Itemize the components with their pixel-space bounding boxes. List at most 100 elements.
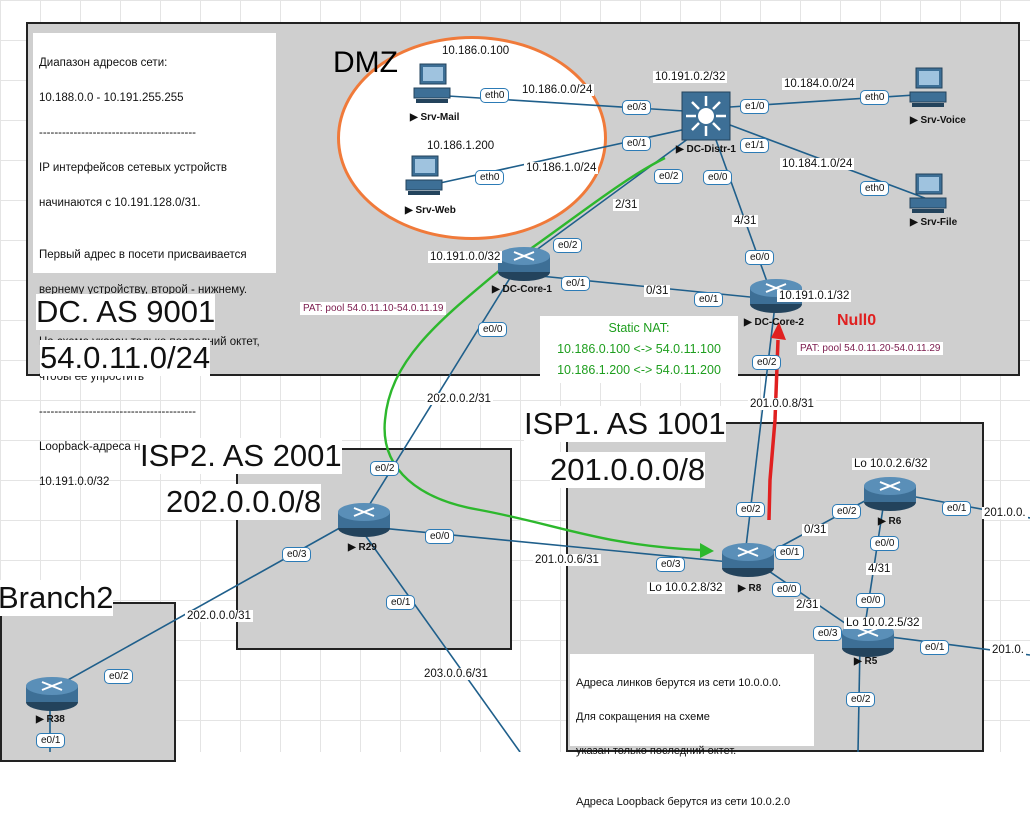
device-name-srv-voice: ▶ Srv-Voice — [910, 115, 966, 126]
iface-r29-e02[interactable]: e0/2 — [370, 461, 400, 476]
iface-core2-e01[interactable]: e0/1 — [694, 292, 724, 307]
iface-distr-e00[interactable]: e0/0 — [703, 170, 733, 185]
iface-r29-e00[interactable]: e0/0 — [425, 529, 455, 544]
red-arrowhead — [771, 322, 786, 340]
iface-distr-e10[interactable]: e1/0 — [740, 99, 770, 114]
iface-core2-e02[interactable]: e0/2 — [752, 355, 782, 370]
label-link-0-31: 0/31 — [644, 285, 671, 297]
iface-r38-e01[interactable]: e0/1 — [36, 733, 66, 748]
iface-r8-e01[interactable]: e0/1 — [775, 545, 805, 560]
dc-net-title: 54.0.11.0/24 — [40, 340, 211, 376]
device-name-r5: ▶ R5 — [854, 656, 878, 667]
label-r8-lo: Lo 10.0.2.8/32 — [647, 582, 725, 594]
router-icon[interactable] — [496, 244, 552, 282]
green-arrowhead — [700, 543, 714, 558]
label-r5-out: 201.0. — [990, 644, 1026, 656]
server-icon[interactable] — [412, 62, 452, 106]
dmz-title: DMZ — [333, 46, 398, 79]
iface-distr-e03[interactable]: e0/3 — [622, 100, 652, 115]
iface-r5-e00[interactable]: e0/0 — [856, 593, 886, 608]
label-link-2-31: 2/31 — [613, 199, 640, 211]
label-link-2-31b: 2/31 — [794, 599, 821, 611]
label-link-202-2: 202.0.0.2/31 — [425, 393, 493, 405]
isp2-as-title: ISP2. AS 2001 — [140, 438, 342, 474]
device-name-r8: ▶ R8 — [738, 583, 762, 594]
pat-core1-label: PAT: pool 54.0.11.10-54.0.11.19 — [300, 302, 447, 315]
label-net-mail: 10.186.0.0/24 — [520, 84, 595, 96]
router-icon[interactable] — [336, 500, 392, 538]
server-icon[interactable] — [908, 172, 948, 216]
device-name-srv-web: ▶ Srv-Web — [405, 205, 456, 216]
note-line: Для сокращения на схеме — [576, 711, 710, 723]
device-name-r6: ▶ R6 — [878, 516, 902, 527]
label-link-203-6: 203.0.0.6/31 — [422, 668, 490, 680]
static-nat-row: 10.186.0.100 <-> 54.0.11.100 — [557, 342, 721, 356]
iface-mail-eth0[interactable]: eth0 — [480, 88, 510, 103]
router-icon[interactable] — [862, 474, 918, 512]
iface-r5-e01[interactable]: e0/1 — [920, 640, 950, 655]
branch2-title: Branch2 — [0, 580, 114, 616]
iface-core1-e02[interactable]: e0/2 — [553, 238, 583, 253]
device-name-dc-core2: ▶ DC-Core-2 — [744, 317, 804, 328]
label-core1-lo: 10.191.0.0/32 — [428, 251, 503, 263]
device-name-srv-mail: ▶ Srv-Mail — [410, 112, 460, 123]
static-nat-title: Static NAT: — [608, 321, 670, 335]
dc-as-title: DC. AS 9001 — [36, 294, 216, 330]
iface-core1-e01[interactable]: e0/1 — [561, 276, 591, 291]
iface-voice-eth0[interactable]: eth0 — [860, 90, 890, 105]
iface-r8-e00[interactable]: e0/0 — [772, 582, 802, 597]
iface-file-eth0[interactable]: eth0 — [860, 181, 890, 196]
switch-icon[interactable] — [680, 90, 732, 142]
label-link-0-31b: 0/31 — [802, 524, 829, 536]
server-icon[interactable] — [404, 154, 444, 198]
iface-core2-e00[interactable]: e0/0 — [745, 250, 775, 265]
device-name-srv-file: ▶ Srv-File — [910, 217, 958, 228]
label-r6-lo: Lo 10.0.2.6/32 — [852, 458, 930, 470]
iface-r5-e02[interactable]: e0/2 — [846, 692, 876, 707]
label-ip-web: 10.186.1.200 — [425, 140, 497, 152]
note-line: Диапазон адресов сети: — [39, 56, 168, 69]
note-line: 10.188.0.0 - 10.191.255.255 — [39, 91, 184, 104]
iface-r6-e02[interactable]: e0/2 — [832, 504, 862, 519]
iface-r8-e03[interactable]: e0/3 — [656, 557, 686, 572]
iface-core1-e00[interactable]: e0/0 — [478, 322, 508, 337]
label-core2-lo: 10.191.0.1/32 — [777, 290, 852, 302]
iface-distr-e01[interactable]: e0/1 — [622, 136, 652, 151]
isp2-net-title: 202.0.0.0/8 — [166, 484, 322, 520]
link-r8-r5 — [759, 564, 856, 631]
label-ip-mail: 10.186.0.100 — [440, 45, 512, 57]
isp1-as-title: ISP1. AS 1001 — [524, 406, 726, 442]
note-line: Адреса линков берутся из сети 10.0.0.0. — [576, 677, 782, 689]
iface-r6-e00[interactable]: e0/0 — [870, 536, 900, 551]
static-nat-box: Static NAT: 10.186.0.100 <-> 54.0.11.100… — [540, 316, 738, 383]
note-line: вернему устройству, второй - нижнему. — [39, 283, 248, 296]
note-line: Адреса Loopback берутся из сети 10.0.2.0 — [576, 796, 791, 808]
iface-r6-e01[interactable]: e0/1 — [942, 501, 972, 516]
iface-r38-e02[interactable]: e0/2 — [104, 669, 134, 684]
link-distr-core1 — [519, 129, 701, 263]
iface-r29-e01[interactable]: e0/1 — [386, 595, 416, 610]
server-icon[interactable] — [908, 66, 948, 110]
iface-distr-e02[interactable]: e0/2 — [654, 169, 684, 184]
iface-distr-e11[interactable]: e1/1 — [740, 138, 770, 153]
iface-web-eth0[interactable]: eth0 — [475, 170, 505, 185]
static-nat-row: 10.186.1.200 <-> 54.0.11.200 — [557, 363, 721, 377]
pat-core2-label: PAT: pool 54.0.11.20-54.0.11.29 — [797, 342, 944, 355]
iface-r29-e03[interactable]: e0/3 — [282, 547, 312, 562]
label-link-4-31: 4/31 — [732, 215, 759, 227]
label-r6-out: 201.0.0. — [982, 507, 1028, 519]
addressing-note: Диапазон адресов сети: 10.188.0.0 - 10.1… — [33, 33, 276, 488]
device-name-r38: ▶ R38 — [36, 714, 65, 725]
note-line: 10.191.0.0/32 — [39, 475, 110, 488]
link-r29-down — [364, 534, 521, 752]
red-arrow — [767, 339, 780, 521]
label-link-202-0: 202.0.0.0/31 — [185, 610, 253, 622]
router-icon[interactable] — [720, 540, 776, 578]
label-link-201-6: 201.0.0.6/31 — [533, 554, 601, 566]
iface-r5-e03[interactable]: e0/3 — [813, 626, 843, 641]
device-name-r29: ▶ R29 — [348, 542, 377, 553]
note-separator: ----------------------------------------… — [39, 126, 197, 139]
router-icon[interactable] — [24, 674, 80, 712]
label-link-201-8: 201.0.0.8/31 — [748, 398, 816, 410]
iface-r8-e02[interactable]: e0/2 — [736, 502, 766, 517]
